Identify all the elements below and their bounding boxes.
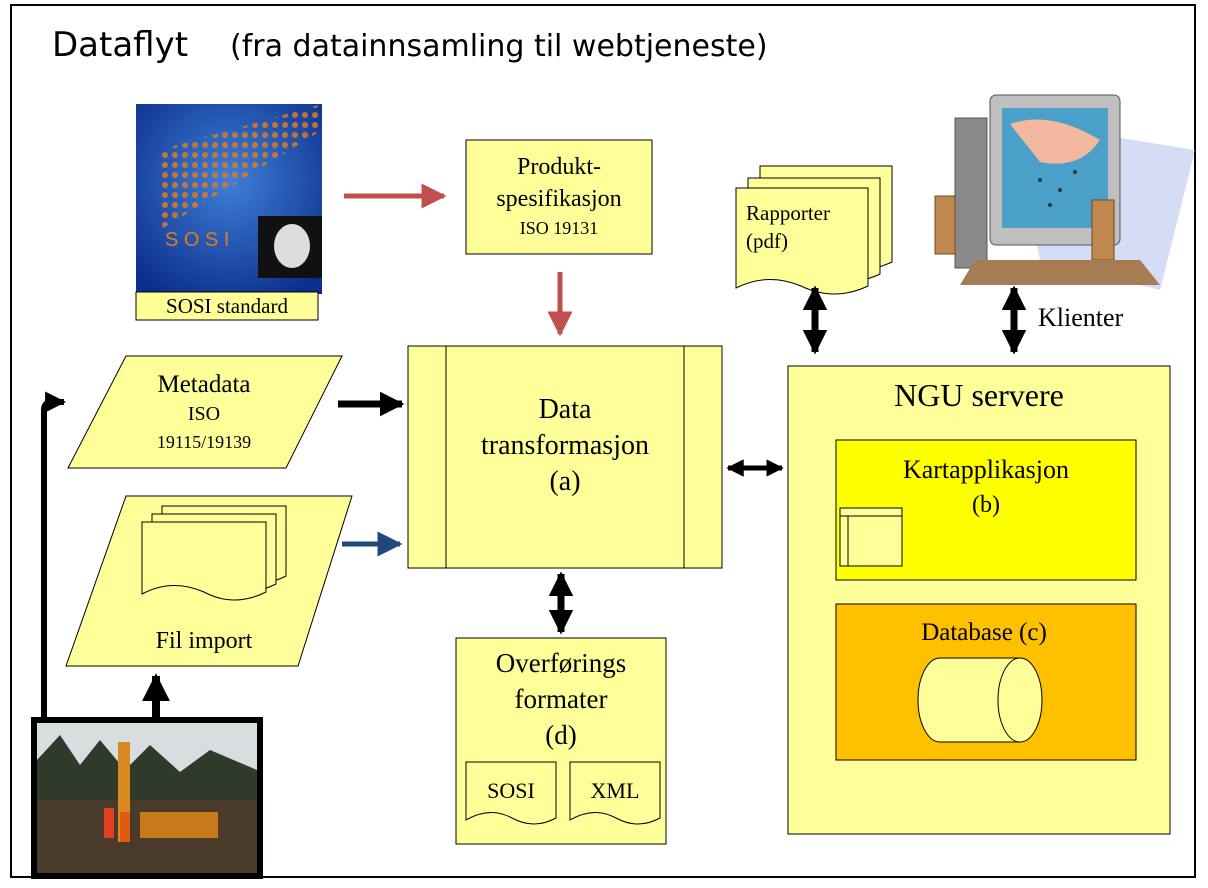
database-label: Database (c): [921, 619, 1047, 646]
produkt-line3: ISO 19131: [520, 218, 599, 238]
arrow-photo-to-metadata: [41, 391, 67, 720]
page-subtitle: (fra datainnsamling til webtjeneste): [230, 29, 768, 64]
metadata-line1: Metadata: [157, 371, 250, 398]
transform-line3: (a): [549, 466, 580, 497]
overforing-doc1: SOSI: [487, 778, 535, 803]
overforing-line3: (d): [545, 720, 576, 750]
ngu-title: NGU servere: [894, 377, 1064, 413]
overforing-line1: Overførings: [496, 648, 626, 678]
sosi-caption: SOSI standard: [166, 294, 288, 318]
database-box: Database (c): [835, 603, 1137, 761]
sosi-banner-text: S O S I: [165, 229, 229, 251]
produkt-line1: Produkt-: [517, 154, 601, 180]
rapporter-documents: Rapporter (pdf): [735, 165, 893, 295]
transform-line2: transformasjon: [481, 430, 649, 461]
fil-import-label: Fil import: [156, 628, 253, 654]
produkt-spesifikasjon-box: Produkt- spesifikasjon ISO 19131: [465, 139, 653, 255]
overforingsformater-box: Overførings formater (d) SOSI XML: [455, 637, 667, 845]
metadata-box: Metadata ISO 19115/19139: [67, 355, 343, 469]
xml-doc-icon: [569, 761, 661, 825]
file-stack-icon: [141, 521, 267, 601]
rapporter-line1: Rapporter: [746, 201, 830, 225]
fil-import-box: Fil import: [65, 495, 353, 667]
window-icon: [839, 507, 903, 567]
metadata-line2: ISO: [188, 403, 220, 425]
klienter-label: Klienter: [1038, 303, 1124, 332]
produkt-line2: spesifikasjon: [496, 186, 621, 212]
field-photo: [31, 717, 263, 879]
head-silhouette-icon: [274, 224, 310, 268]
transform-line1: Data: [539, 394, 592, 425]
data-transformasjon-box: Data transformasjon (a): [407, 345, 723, 569]
kart-line1: Kartapplikasjon: [903, 455, 1069, 484]
overforing-doc2: XML: [591, 778, 640, 803]
rapporter-line2: (pdf): [746, 229, 788, 253]
kart-line2: (b): [972, 492, 1000, 518]
ngu-servere-box: NGU servere: [787, 365, 1171, 835]
page-title: Dataflyt: [52, 25, 188, 65]
sosi-standard-image: S O S I SOSI standard: [135, 104, 322, 321]
database-cylinder-icon: [917, 657, 1043, 743]
computer-image: [934, 94, 1195, 290]
sosi-doc-icon: [465, 761, 557, 825]
kartapplikasjon-box: Kartapplikasjon (b): [835, 439, 1137, 581]
overforing-line2: formater: [515, 684, 608, 714]
metadata-line3: 19115/19139: [157, 432, 251, 452]
